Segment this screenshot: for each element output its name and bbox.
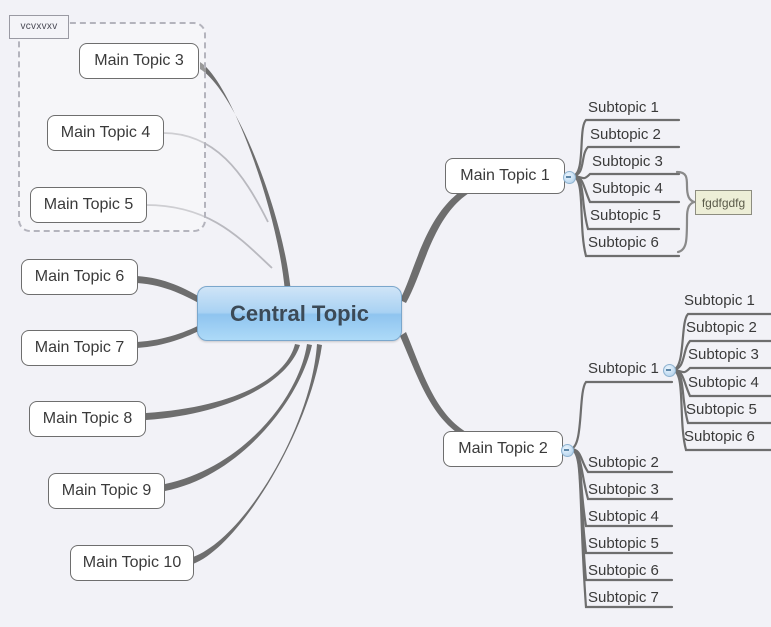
subtopic-node[interactable]: Subtopic 5 bbox=[686, 401, 757, 418]
subtopic-node[interactable]: Subtopic 3 bbox=[688, 346, 759, 363]
subtopic-node[interactable]: Subtopic 1 bbox=[588, 99, 659, 116]
main-topic-3-node[interactable]: Main Topic 3 bbox=[79, 43, 199, 79]
subtopic-node[interactable]: Subtopic 2 bbox=[686, 319, 757, 336]
boundary-label[interactable]: vcvxvxv bbox=[9, 15, 69, 39]
callout-node[interactable]: fgdfgdfg bbox=[695, 190, 752, 215]
subtopic-node[interactable]: Subtopic 4 bbox=[688, 374, 759, 391]
collapse-minus-icon-topic-1[interactable] bbox=[563, 171, 576, 184]
main-topic-5-node[interactable]: Main Topic 5 bbox=[30, 187, 147, 223]
subtopic-node[interactable]: Subtopic 6 bbox=[684, 428, 755, 445]
collapse-minus-icon-topic-2[interactable] bbox=[561, 444, 574, 457]
subtopic-node[interactable]: Subtopic 5 bbox=[590, 207, 661, 224]
main-topic-6-node[interactable]: Main Topic 6 bbox=[21, 259, 138, 295]
main-topic-4-node[interactable]: Main Topic 4 bbox=[47, 115, 164, 151]
collapse-minus-icon-subtopic-1[interactable] bbox=[663, 364, 676, 377]
subtopic-node[interactable]: Subtopic 2 bbox=[588, 454, 659, 471]
subtopic-node[interactable]: Subtopic 1 bbox=[588, 360, 659, 377]
main-topic-8-node[interactable]: Main Topic 8 bbox=[29, 401, 146, 437]
subtopic-node[interactable]: Subtopic 3 bbox=[588, 481, 659, 498]
main-topic-9-node[interactable]: Main Topic 9 bbox=[48, 473, 165, 509]
main-topic-1-node[interactable]: Main Topic 1 bbox=[445, 158, 565, 194]
subtopic-node[interactable]: Subtopic 7 bbox=[588, 589, 659, 606]
main-topic-7-node[interactable]: Main Topic 7 bbox=[21, 330, 138, 366]
main-topic-2-node[interactable]: Main Topic 2 bbox=[443, 431, 563, 467]
subtopic-node[interactable]: Subtopic 6 bbox=[588, 234, 659, 251]
subtopic-node[interactable]: Subtopic 3 bbox=[592, 153, 663, 170]
central-topic-node[interactable]: Central Topic bbox=[197, 286, 402, 341]
subtopic-node[interactable]: Subtopic 4 bbox=[592, 180, 663, 197]
main-topic-10-node[interactable]: Main Topic 10 bbox=[70, 545, 194, 581]
subtopic-node[interactable]: Subtopic 5 bbox=[588, 535, 659, 552]
subtopic-node[interactable]: Subtopic 2 bbox=[590, 126, 661, 143]
subtopic-node[interactable]: Subtopic 4 bbox=[588, 508, 659, 525]
subtopic-node[interactable]: Subtopic 6 bbox=[588, 562, 659, 579]
subtopic-node[interactable]: Subtopic 1 bbox=[684, 292, 755, 309]
